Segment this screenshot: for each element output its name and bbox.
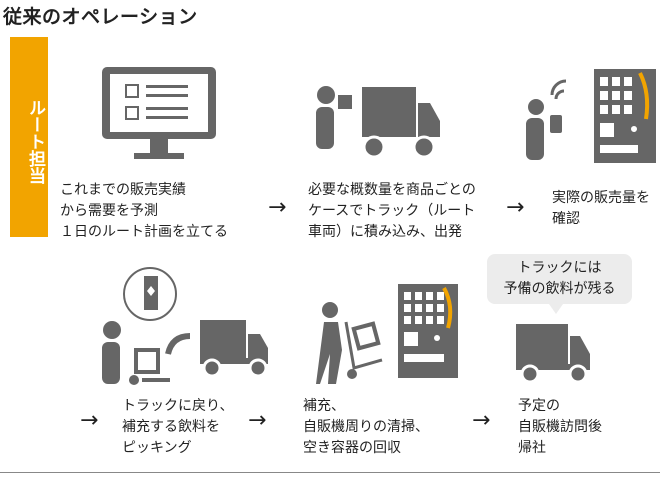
arrow-icon: → (80, 408, 99, 433)
picking-truck-icon (102, 267, 268, 385)
bottom-divider (0, 472, 660, 473)
step-3-text: 実際の販売量を 確認 (552, 190, 650, 227)
arrow-icon: → (506, 195, 525, 220)
truck-icon (516, 324, 590, 384)
page-title: 従来のオペレーション (3, 6, 198, 28)
step-2-text: 必要な概数量を商品ごとの ケースでトラック（ルート 車両）に積み込み、出発 (308, 182, 476, 240)
worker-cart-vending-icon (316, 284, 458, 384)
worker-truck-icon (316, 86, 440, 159)
monitor-checklist-icon (102, 67, 216, 159)
step-6-text: 予定の 自販機訪問後 帰社 (518, 398, 602, 456)
arrow-icon: → (472, 408, 491, 433)
speech-bubble: トラックには 予備の飲料が残る (487, 254, 632, 314)
step-4-text: トラックに戻り、 補充する飲料を ピッキング (122, 398, 234, 456)
arrow-icon: → (248, 408, 267, 433)
arrow-icon: → (268, 195, 287, 220)
role-label: ルート担当 (10, 37, 48, 237)
step-1-text: これまでの販売実績 から需要を予測 １日のルート計画を立てる (60, 182, 228, 240)
step-5-text: 補充、 自販機周りの清掃、 空き容器の回収 (303, 398, 429, 456)
worker-vending-machine-icon (526, 69, 656, 163)
